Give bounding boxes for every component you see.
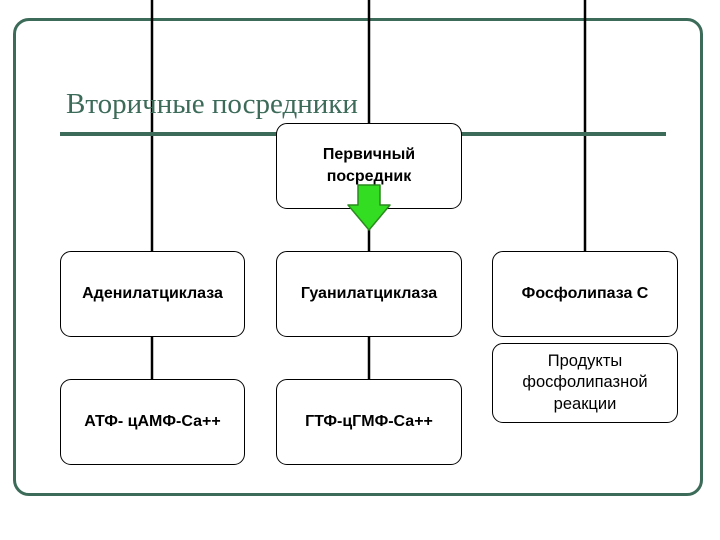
adenylate-cyclase-label: Аденилатциклаза [82,285,223,303]
guanylate-cyclase-label: Гуанилатциклаза [300,285,438,303]
slide-frame [13,18,703,496]
phospholipase-products-label: Продукты фосфолипазной реакции [522,351,648,413]
phospholipase-products-box: Продукты фосфолипазной реакции [492,343,678,423]
primary-messenger-label: Первичный посредник [322,146,416,185]
green-down-arrow-icon [347,184,391,231]
adenylate-cyclase-box: Аденилатциклаза [60,251,245,337]
phospholipase-c-label: Фосфолипаза С [521,285,649,303]
gtp-cgmp-ca-box: ГТФ-цГМФ-Са++ [276,379,462,465]
guanylate-cyclase-box: Гуанилатциклаза [276,251,462,337]
atp-camp-ca-label: АТФ- цАМФ-Са++ [84,413,221,431]
gtp-cgmp-ca-label: ГТФ-цГМФ-Са++ [305,413,433,431]
phospholipase-c-box: Фосфолипаза С [492,251,678,337]
slide-title: Вторичные посредники [66,88,358,120]
atp-camp-ca-box: АТФ- цАМФ-Са++ [60,379,245,465]
